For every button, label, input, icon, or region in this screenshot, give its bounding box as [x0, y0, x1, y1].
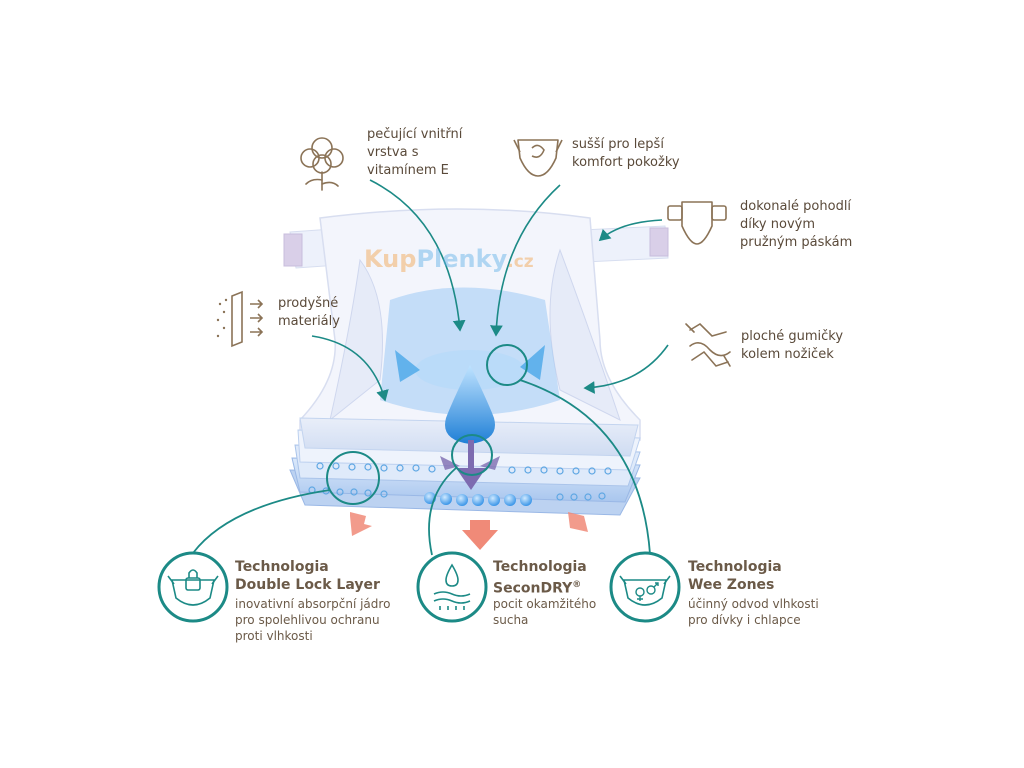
connector-left	[192, 489, 331, 554]
watermark-part3: .cz	[507, 252, 534, 272]
water-drop	[445, 365, 495, 444]
tech-title-line2: SeconDRY	[493, 580, 573, 597]
connector-right	[519, 379, 651, 555]
watermark-part2: Plenky	[416, 245, 508, 273]
callout-arrow-elastic	[583, 344, 669, 394]
watermark-part1: Kup	[364, 245, 417, 273]
elastic-icon	[685, 322, 731, 367]
callout-arrow-dry	[490, 184, 561, 337]
diaper-fit-icon	[667, 201, 727, 245]
tech-badge-secondry	[416, 551, 488, 623]
tech-title-secondry: Technologia SeconDRY®	[493, 558, 587, 598]
tech-title-line2: Wee Zones	[688, 577, 775, 593]
side-tab-right	[581, 225, 669, 263]
bead-row-lower	[424, 492, 532, 506]
tech-desc-wee-zones: účinný odvod vlhkosti pro dívky i chlapc…	[688, 597, 819, 627]
callout-breathable: prodyšné materiály	[278, 296, 340, 329]
callout-arrow-breathable	[311, 335, 389, 402]
registered-mark: ®	[572, 580, 582, 590]
tech-badge-double-lock	[157, 551, 229, 623]
inner-arrow-right	[520, 345, 545, 380]
callout-inner-layer: pečující vnitřní vrstva s vitamínem E	[367, 127, 463, 178]
outflow-arrows	[350, 512, 588, 550]
tech-title-double-lock: Technologia Double Lock Layer	[235, 558, 380, 594]
callout-arrow-inner-layer	[369, 179, 466, 332]
callout-dry: sušší pro lepší komfort pokožky	[572, 137, 680, 170]
callout-arrow-fit	[598, 219, 663, 242]
tech-badge-wee-zones	[609, 551, 681, 623]
cotton-icon	[300, 137, 344, 191]
bead-row-upper	[316, 462, 612, 475]
tech-desc-double-lock: inovativní absorpční jádro pro spolehliv…	[235, 597, 391, 643]
callout-elastic: ploché gumičky kolem nožiček	[741, 329, 844, 362]
watermark: KupPlenky.cz	[364, 245, 534, 273]
highlight-circle-center	[451, 434, 493, 476]
tech-title-line2: Double Lock Layer	[235, 577, 380, 593]
tech-title-line1: Technologia	[688, 559, 782, 575]
inner-arrow-left	[395, 350, 420, 382]
callout-fit: dokonalé pohodlí díky novým pružným pásk…	[740, 199, 853, 250]
breathable-icon	[216, 290, 264, 348]
tech-title-line1: Technologia	[235, 559, 329, 575]
highlight-circle-top	[486, 344, 528, 386]
highlight-circle-left	[326, 451, 380, 505]
tech-desc-secondry: pocit okamžitého sucha	[493, 597, 597, 627]
diaper-inner-right	[549, 248, 621, 421]
connector-center	[428, 467, 457, 556]
diaper-dry-icon	[513, 139, 563, 177]
tech-title-wee-zones: Technologia Wee Zones	[688, 558, 782, 594]
tech-title-line1: Technologia	[493, 559, 587, 575]
